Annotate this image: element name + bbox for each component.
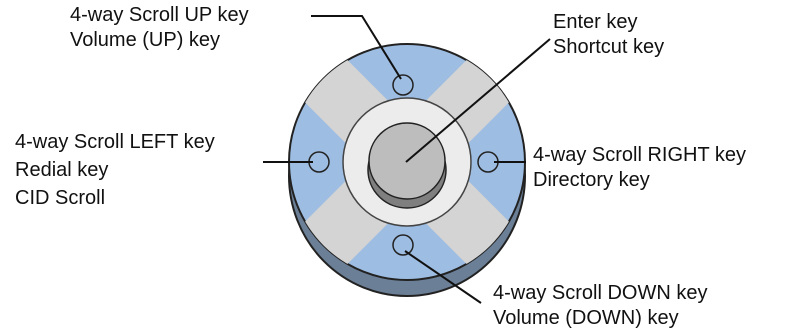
enter-callout: Enter key Shortcut key	[553, 10, 664, 60]
scroll-up-callout: 4-way Scroll UP key Volume (UP) key	[70, 3, 249, 53]
enter-key-label: Enter key	[553, 11, 638, 33]
up-key-indicator	[392, 74, 414, 96]
scroll-right-callout: 4-way Scroll RIGHT key Directory key	[533, 143, 746, 193]
redial-key-label: Redial key	[15, 159, 109, 181]
scroll-down-callout: 4-way Scroll DOWN key Volume (DOWN) key	[493, 281, 707, 331]
cid-scroll-label: CID Scroll	[15, 187, 106, 209]
down-key-indicator	[392, 234, 414, 256]
shortcut-key-label: Shortcut key	[553, 36, 665, 58]
volume-up-label: Volume (UP) key	[70, 29, 221, 51]
down-leader-line	[404, 250, 482, 304]
leader-lines	[263, 15, 551, 304]
enter-leader-line	[405, 38, 551, 163]
scroll-left-callout: 4-way Scroll LEFT key Redial key CID Scr…	[15, 128, 215, 212]
up-leader-line	[311, 15, 402, 80]
scroll-left-label: 4-way Scroll LEFT key	[15, 131, 215, 153]
directory-key-label: Directory key	[533, 169, 650, 191]
volume-down-label: Volume (DOWN) key	[493, 307, 679, 329]
scroll-up-label: 4-way Scroll UP key	[70, 4, 249, 26]
scroll-right-label: 4-way Scroll RIGHT key	[533, 144, 747, 166]
scroll-down-label: 4-way Scroll DOWN key	[493, 282, 708, 304]
